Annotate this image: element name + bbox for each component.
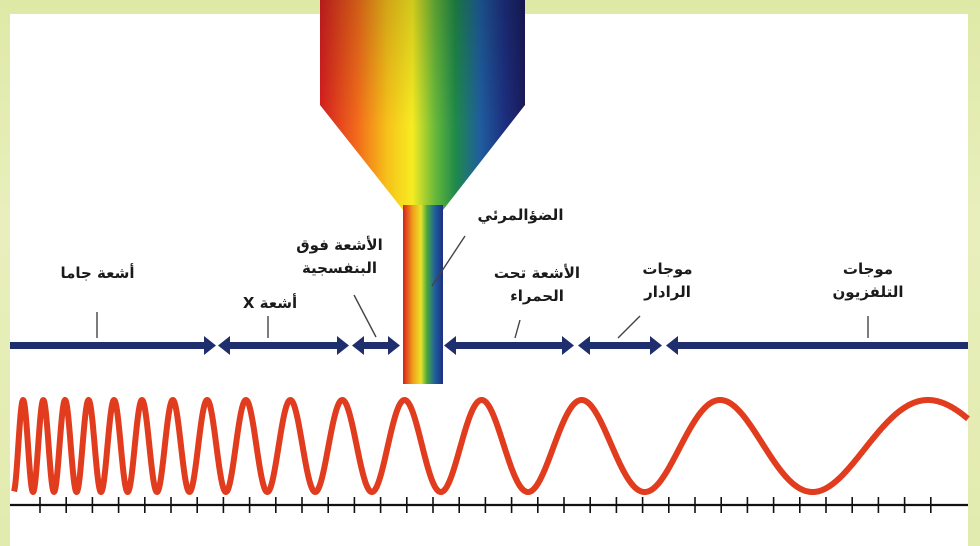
label-ir: الأشعة تحت الحمراء (477, 262, 597, 308)
arrowhead-right (388, 336, 400, 355)
label-gamma: أشعة جاما (40, 262, 155, 285)
leader-uv (353, 294, 377, 338)
label-ir-line1: الأشعة تحت (493, 264, 581, 282)
label-uv-line1: الأشعة فوق (296, 236, 383, 254)
arrowhead-left (666, 336, 678, 355)
wave (11, 397, 971, 495)
label-tv: موجات التلفزيون (808, 258, 928, 304)
axis-segment-uv (362, 342, 390, 349)
axis-segment-radar (588, 342, 652, 349)
spectrum-funnel-shade (320, 0, 525, 210)
label-uv: الأشعة فوق البنفسجية (282, 234, 397, 280)
arrowhead-left (218, 336, 230, 355)
arrowhead-left (578, 336, 590, 355)
label-radar-line2: الرادار (644, 283, 691, 301)
arrowhead-right (337, 336, 349, 355)
label-tv-line2: التلفزيون (832, 283, 904, 301)
label-xray: أشعة X (225, 292, 315, 315)
arrowhead-left (352, 336, 364, 355)
label-uv-line2: البنفسجية (301, 259, 378, 277)
arrowhead-right (562, 336, 574, 355)
leader-radar (617, 315, 641, 339)
label-radar: موجات الرادار (620, 258, 715, 304)
axis-segment-xray (228, 342, 340, 349)
axis-segment-tv (676, 342, 968, 349)
label-gamma-line1: أشعة جاما (60, 264, 135, 282)
wave-line (11, 397, 971, 495)
leader-visible (431, 235, 466, 287)
wavelength-scale (10, 497, 968, 513)
spectrum-axis (10, 336, 968, 355)
arrowhead-right (650, 336, 662, 355)
arrowhead-left (444, 336, 456, 355)
axis-segment-gamma (10, 342, 207, 349)
arrowhead-right (204, 336, 216, 355)
label-visible-line1: الضؤالمرئي (477, 206, 564, 224)
spectrum-stem (403, 205, 443, 384)
label-radar-line1: موجات (642, 260, 693, 278)
label-tv-line1: موجات (842, 260, 894, 278)
leader-ir (514, 319, 521, 339)
label-ir-line2: الحمراء (510, 287, 564, 305)
axis-segment-ir (454, 342, 564, 349)
leader-lines (96, 235, 869, 339)
label-visible: الضؤالمرئي (458, 204, 583, 227)
label-xray-line1: أشعة X (242, 294, 298, 312)
